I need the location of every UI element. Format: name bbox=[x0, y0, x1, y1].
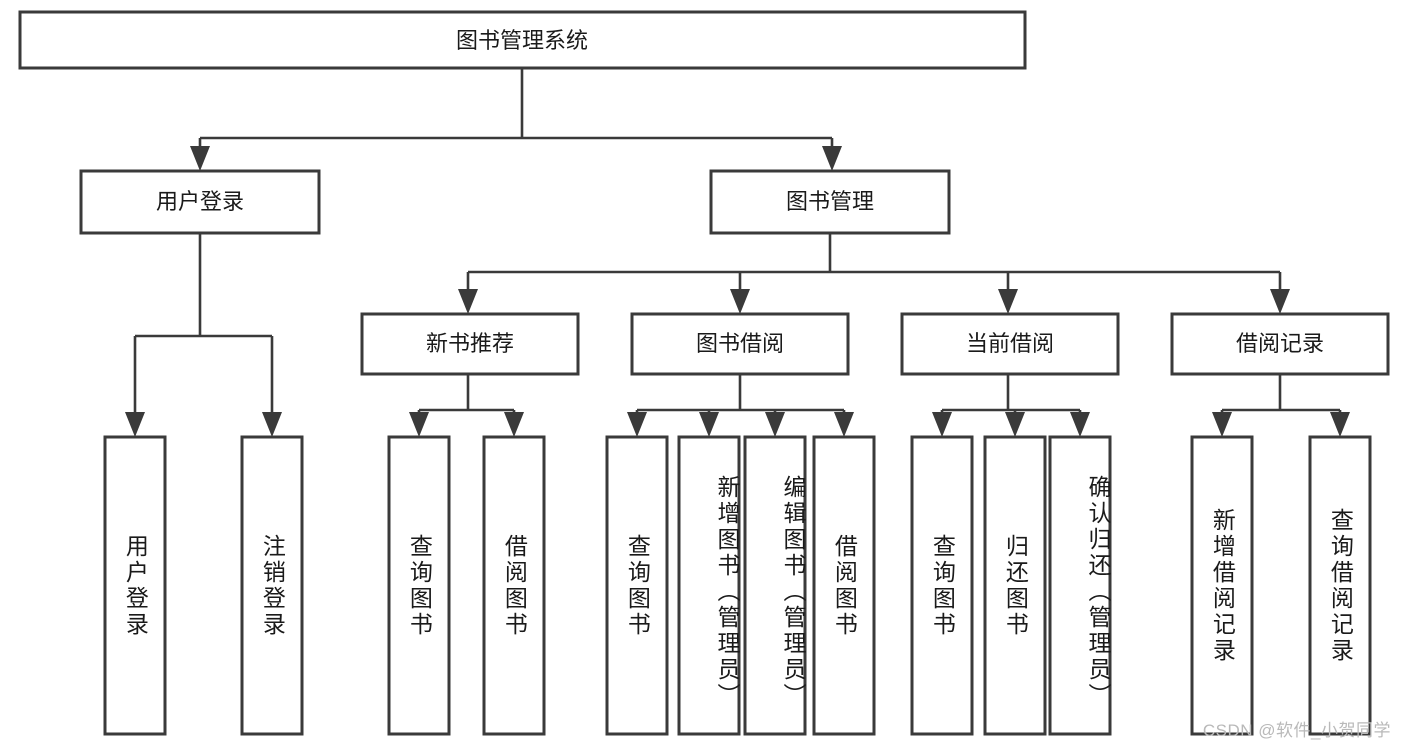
node-leaf-add-borrow-record-box[interactable] bbox=[1190, 435, 1254, 736]
node-leaf-query-book-3-box[interactable] bbox=[910, 435, 974, 736]
arrowhead-leaf-query-borrow-record bbox=[1330, 412, 1350, 437]
arrowhead-book-management bbox=[822, 146, 842, 171]
arrowhead-leaf-borrow-book-2 bbox=[834, 412, 854, 437]
node-leaf-borrow-book-2-box[interactable] bbox=[812, 435, 876, 736]
arrowhead-book-borrow bbox=[730, 289, 750, 314]
arrowhead-leaf-logout-login bbox=[262, 412, 282, 437]
arrowhead-leaf-user-login bbox=[125, 412, 145, 437]
node-book-management-box[interactable] bbox=[709, 169, 951, 235]
node-root-label: 图书管理系统 bbox=[456, 28, 588, 53]
arrowhead-new-book-recommend bbox=[458, 289, 478, 314]
arrowhead-leaf-borrow-book-1 bbox=[504, 412, 524, 437]
node-borrow-record[interactable]: 借阅记录 bbox=[1170, 312, 1390, 376]
arrowhead-borrow-record bbox=[1270, 289, 1290, 314]
node-book-management[interactable]: 图书管理 bbox=[709, 169, 951, 235]
node-root-box[interactable] bbox=[18, 10, 1027, 70]
connectors-root-to-level2 bbox=[190, 68, 842, 171]
node-book-borrow-label: 图书借阅 bbox=[696, 331, 784, 356]
connectors-userlogin-to-leaves bbox=[125, 233, 282, 437]
node-current-borrow-box[interactable] bbox=[900, 312, 1120, 376]
node-root[interactable]: 图书管理系统 bbox=[18, 10, 1027, 70]
node-current-borrow[interactable]: 当前借阅 bbox=[900, 312, 1120, 376]
connectors-borrowrecord-to-leaves bbox=[1212, 374, 1350, 437]
node-leaf-edit-book-admin-box[interactable] bbox=[743, 435, 807, 736]
arrowhead-leaf-add-book-admin bbox=[699, 412, 719, 437]
arrowhead-leaf-return-book bbox=[1005, 412, 1025, 437]
connectors-bookborrow-to-leaves bbox=[627, 374, 854, 437]
node-leaf-query-book-1-box[interactable] bbox=[387, 435, 451, 736]
csdn-watermark: CSDN @软件_小贺同学 bbox=[1202, 721, 1391, 740]
arrowhead-leaf-edit-book-admin bbox=[765, 412, 785, 437]
node-new-book-recommend[interactable]: 新书推荐 bbox=[360, 312, 580, 376]
node-borrow-record-label: 借阅记录 bbox=[1236, 331, 1324, 356]
node-current-borrow-label: 当前借阅 bbox=[966, 331, 1054, 356]
arrowhead-leaf-query-book-1 bbox=[409, 412, 429, 437]
node-leaf-confirm-return-admin-box[interactable] bbox=[1048, 435, 1112, 736]
node-book-borrow[interactable]: 图书借阅 bbox=[630, 312, 850, 376]
node-leaf-add-book-admin-box[interactable] bbox=[677, 435, 741, 736]
node-user-login-box[interactable] bbox=[79, 169, 321, 235]
node-new-book-recommend-label: 新书推荐 bbox=[426, 331, 514, 356]
arrowhead-leaf-confirm-return-admin bbox=[1070, 412, 1090, 437]
node-new-book-recommend-box[interactable] bbox=[360, 312, 580, 376]
arrowhead-user-login bbox=[190, 146, 210, 171]
connectors-bookmgmt-to-level3 bbox=[458, 233, 1290, 314]
connectors-currentborrow-to-leaves bbox=[932, 374, 1090, 437]
node-leaf-query-book-2-box[interactable] bbox=[605, 435, 669, 736]
node-leaf-return-book-box[interactable] bbox=[983, 435, 1047, 736]
arrowhead-leaf-query-book-2 bbox=[627, 412, 647, 437]
arrowhead-leaf-add-borrow-record bbox=[1212, 412, 1232, 437]
node-user-login[interactable]: 用户登录 bbox=[79, 169, 321, 235]
node-leaf-user-login-box[interactable] bbox=[103, 435, 167, 736]
node-leaf-logout-login-box[interactable] bbox=[240, 435, 304, 736]
leaf-boxes bbox=[103, 435, 1372, 736]
node-book-borrow-box[interactable] bbox=[630, 312, 850, 376]
node-borrow-record-box[interactable] bbox=[1170, 312, 1390, 376]
arrowhead-leaf-query-book-3 bbox=[932, 412, 952, 437]
node-leaf-query-borrow-record-box[interactable] bbox=[1308, 435, 1372, 736]
connectors-newbook-to-leaves bbox=[409, 374, 524, 437]
node-user-login-label: 用户登录 bbox=[156, 189, 244, 214]
node-leaf-borrow-book-1-box[interactable] bbox=[482, 435, 546, 736]
arrowhead-current-borrow bbox=[998, 289, 1018, 314]
node-book-management-label: 图书管理 bbox=[786, 189, 874, 214]
